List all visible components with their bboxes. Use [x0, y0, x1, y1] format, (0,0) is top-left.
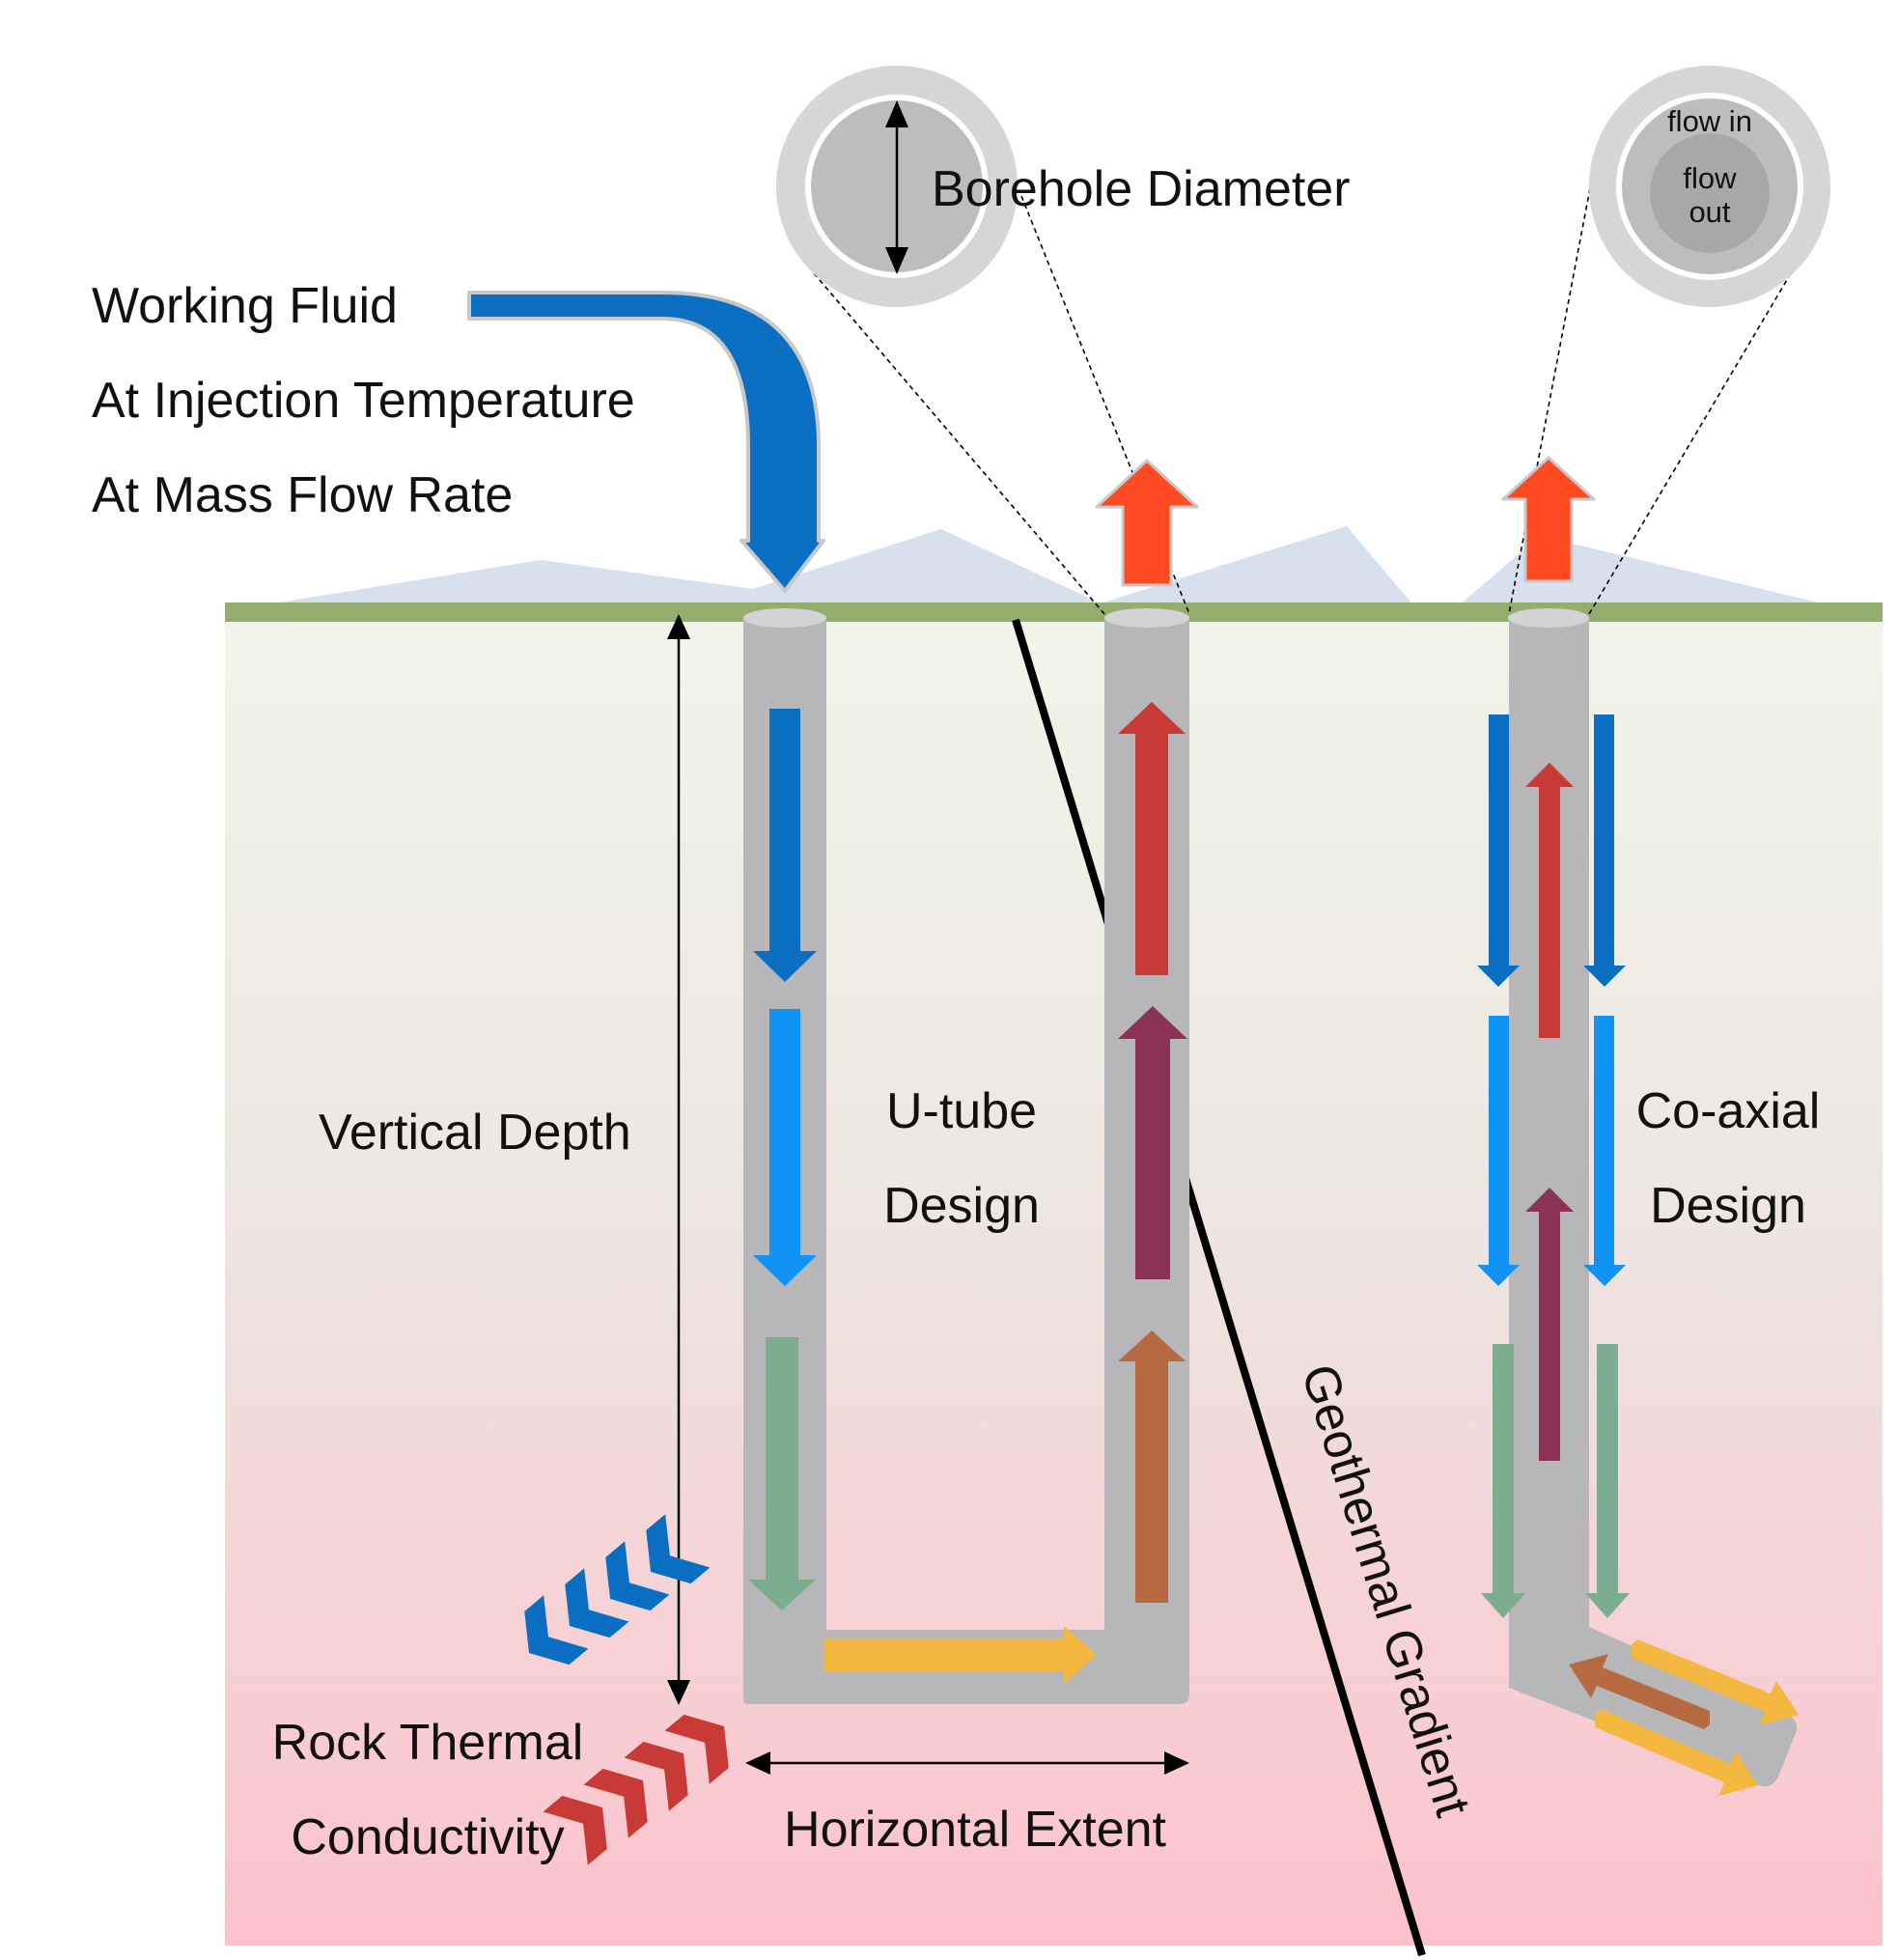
- vertical-depth-dimension: [667, 614, 690, 1705]
- coaxial-lateral-arrows: [1569, 1639, 1799, 1796]
- rock-thermal-label-line1: Rock Thermal: [272, 1715, 584, 1771]
- horizontal-extent-label: Horizontal Extent: [784, 1802, 1167, 1858]
- coaxial-label-line2: Design: [1650, 1178, 1806, 1234]
- coaxial-cross-section-callout: [1589, 66, 1830, 307]
- blue-chevron-3: [605, 1541, 670, 1611]
- working-fluid-label: Working Fluid: [92, 278, 398, 334]
- coaxial-top: [1508, 608, 1589, 628]
- coaxial-annulus-downflow-arrows: [1477, 714, 1630, 1618]
- injection-arrow: [467, 291, 825, 593]
- utube-outlet-arrow: [1095, 459, 1199, 587]
- borehole-diameter-callout: [776, 66, 1018, 307]
- horizontal-extent-dimension: [745, 1751, 1189, 1775]
- utube-outlet-top: [1104, 608, 1189, 628]
- utube-label-line1: U-tube: [886, 1083, 1037, 1139]
- flow-in-label: flow in: [1667, 104, 1752, 138]
- vertical-depth-label: Vertical Depth: [319, 1105, 631, 1161]
- mountains: [256, 526, 1834, 606]
- red-chevron-1: [543, 1795, 607, 1865]
- blue-chevron-2: [565, 1568, 629, 1638]
- utube-downflow-arrows: [748, 709, 817, 1610]
- coaxial-center-upflow-arrows: [1525, 763, 1574, 1461]
- injection-temperature-label: At Injection Temperature: [92, 373, 635, 429]
- utube-label-line2: Design: [883, 1178, 1040, 1234]
- rock-conductivity-chevrons-blue: [524, 1514, 711, 1666]
- utube-inlet-top: [743, 608, 826, 628]
- flow-out-label-line2: out: [1689, 195, 1730, 229]
- flow-out-label-line1: flow: [1683, 161, 1737, 195]
- rock-thermal-label-line2: Conductivity: [291, 1809, 564, 1865]
- red-chevron-4: [664, 1714, 729, 1784]
- blue-chevron-4: [646, 1514, 711, 1584]
- rock-conductivity-chevrons-red: [543, 1714, 729, 1865]
- utube-horizontal-arrow: [823, 1626, 1097, 1684]
- red-chevron-2: [583, 1768, 648, 1838]
- geothermal-gradient-line: [1012, 618, 1426, 1957]
- ground-surface-line: [225, 602, 1883, 622]
- utube-upflow-arrows: [1118, 702, 1187, 1603]
- coaxial-outlet-arrow: [1501, 456, 1596, 583]
- red-chevron-3: [624, 1741, 688, 1811]
- coaxial-label-line1: Co-axial: [1636, 1083, 1821, 1139]
- coaxial-pipe: [1508, 608, 1798, 1787]
- mass-flow-rate-label: At Mass Flow Rate: [92, 467, 513, 523]
- borehole-diameter-label: Borehole Diameter: [932, 161, 1351, 217]
- blue-chevron-1: [524, 1595, 589, 1666]
